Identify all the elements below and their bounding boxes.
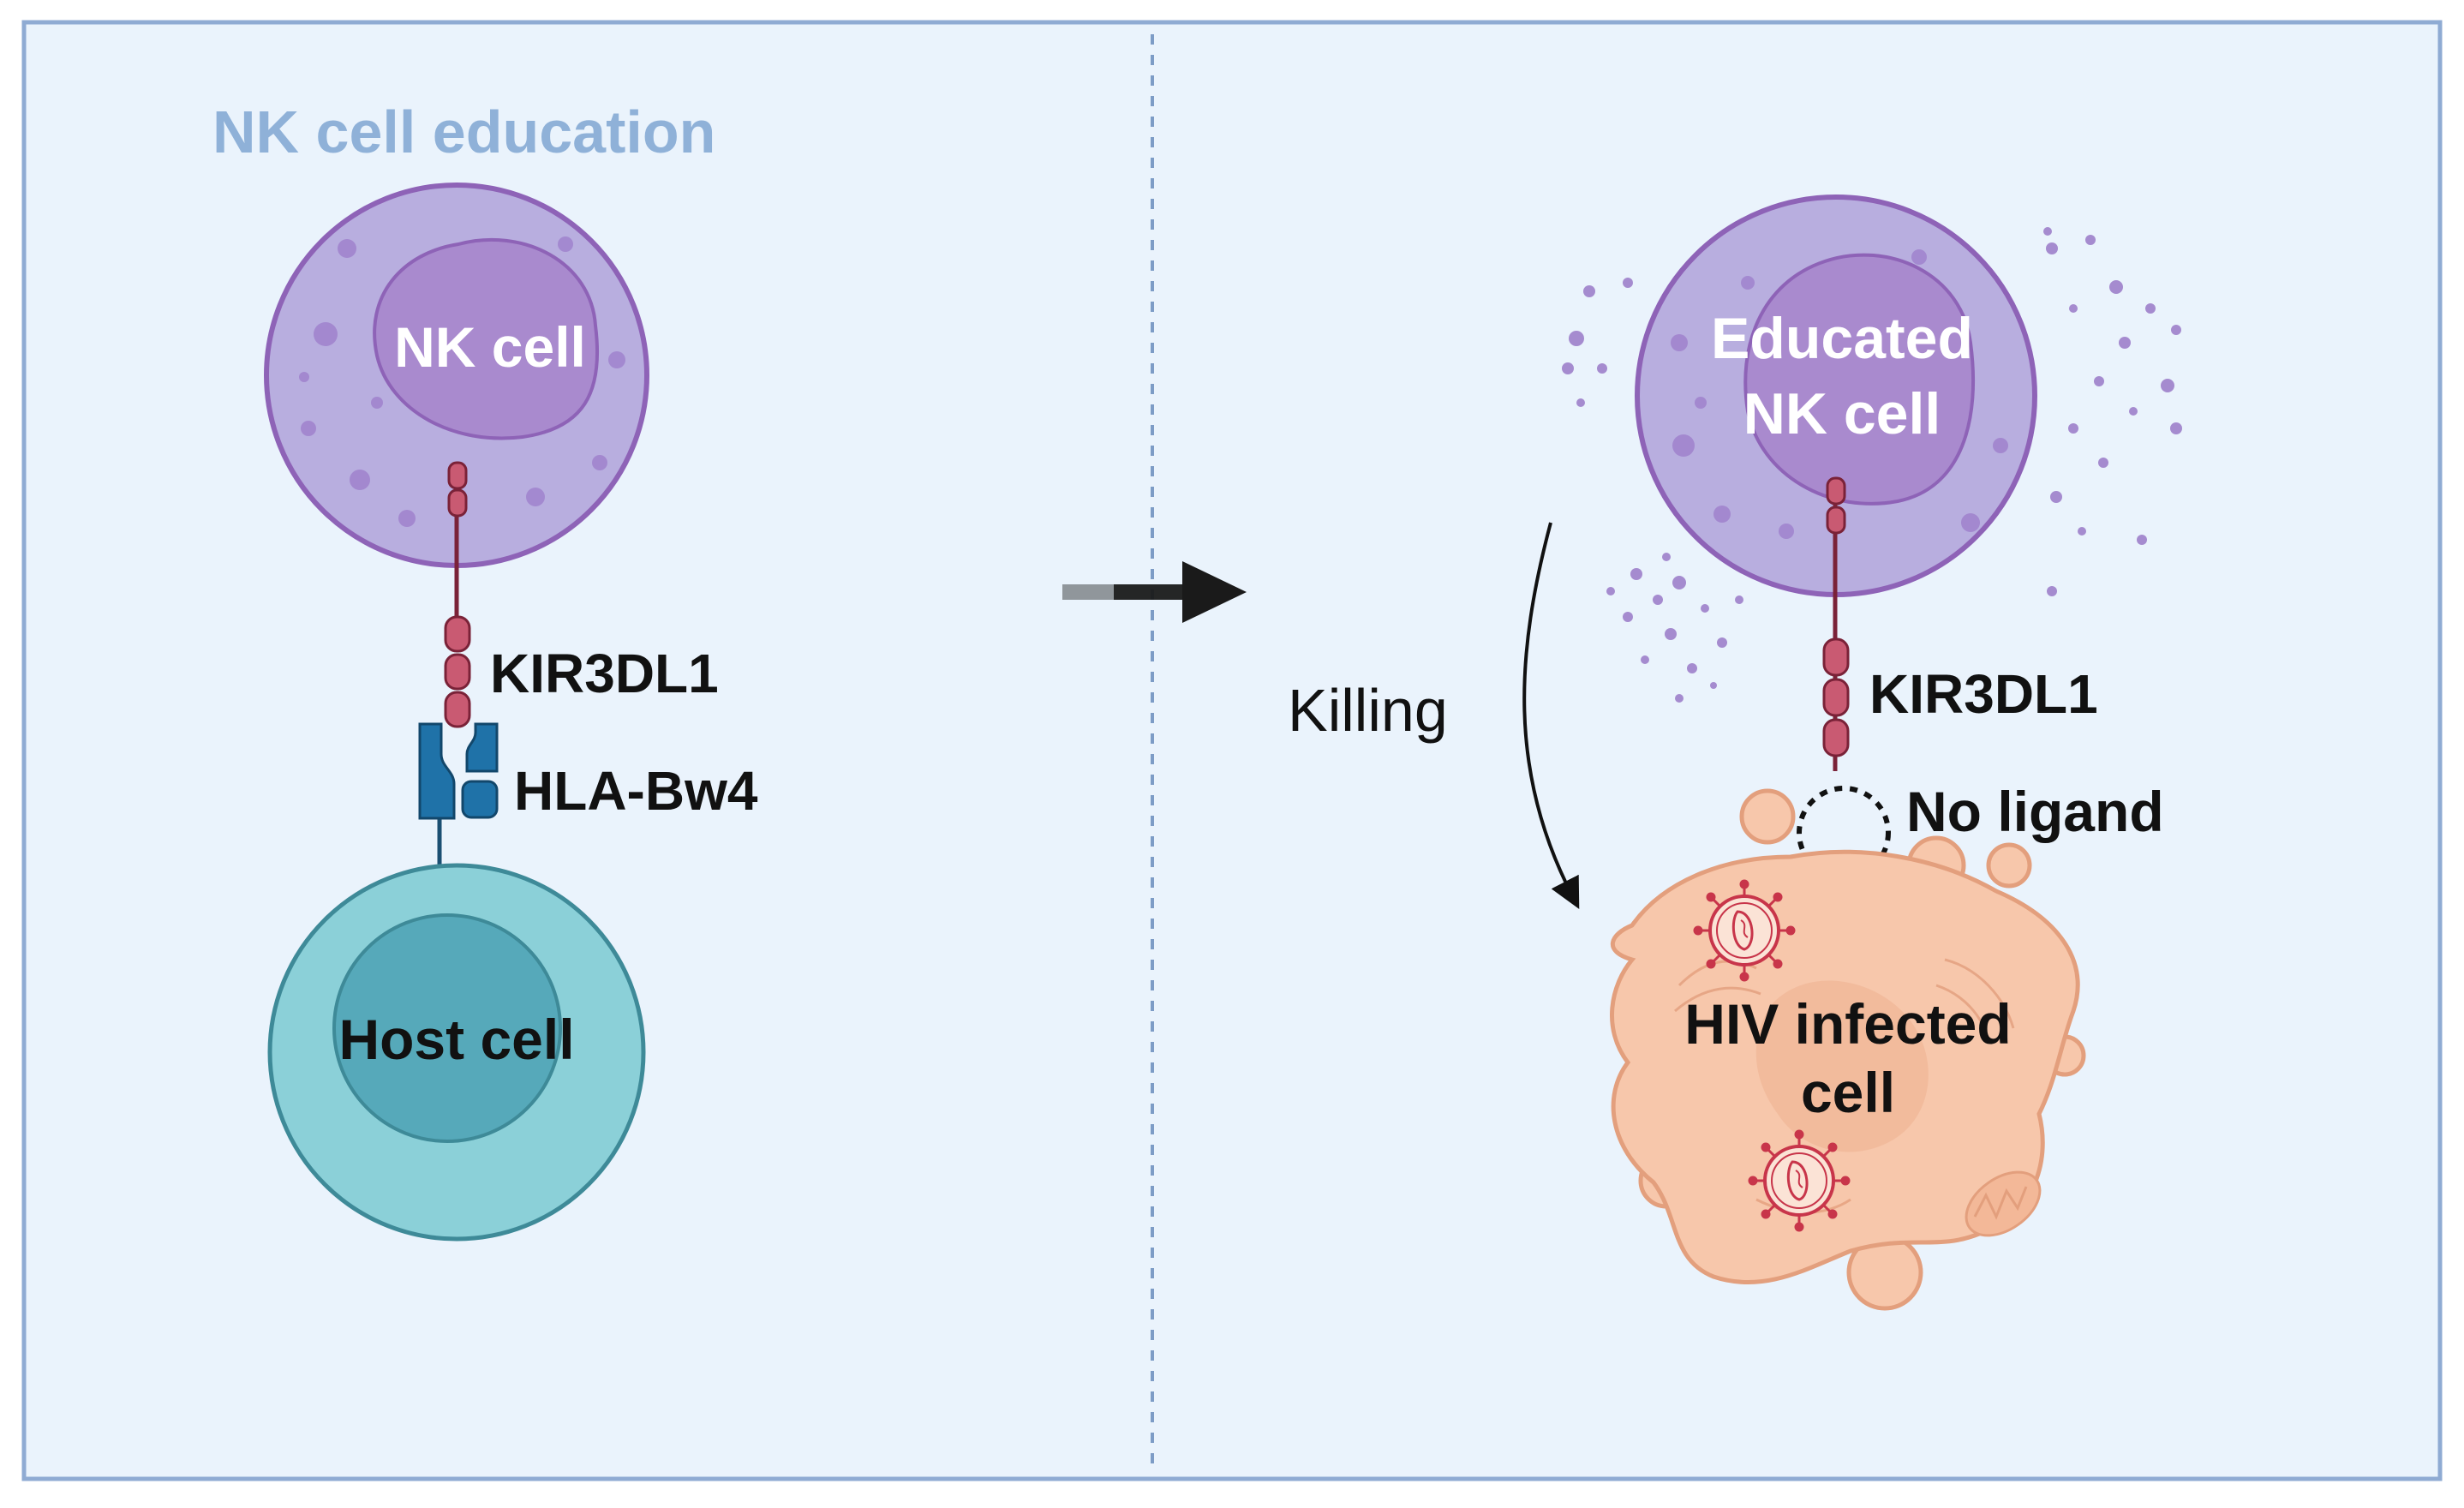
kir-receptor-icon: [444, 461, 471, 728]
killing-label: Killing: [1288, 677, 1448, 744]
hla-bw4-label: HLA-Bw4: [514, 760, 758, 822]
panel-title: NK cell education: [212, 99, 715, 165]
hiv-virion-icon: [1748, 1129, 1851, 1232]
cytotoxic-granules: [1562, 227, 2182, 703]
arrow-right-icon: [1062, 561, 1247, 623]
hiv-virion-icon: [1693, 879, 1796, 982]
educated-nk-cell-label-line2: NK cell: [1743, 381, 1941, 446]
hla-molecule-icon: [418, 722, 499, 865]
no-ligand-label: No ligand: [1906, 780, 2164, 843]
kir-receptor-icon: [1822, 476, 1850, 771]
host-cell-label: Host cell: [338, 1008, 574, 1071]
nk-cell-icon: [264, 183, 649, 568]
educated-nk-cell-icon: [1635, 194, 2037, 597]
kir3dl1-label-left: KIR3DL1: [490, 643, 719, 704]
educated-nk-cell-label-line1: Educated: [1711, 306, 1973, 371]
empty-ligand-site: [1797, 786, 1891, 880]
host-cell-icon: [267, 863, 646, 1242]
kir3dl1-label-right: KIR3DL1: [1869, 663, 2098, 725]
infected-cell-label-line2: cell: [1801, 1061, 1895, 1124]
curved-arrow-icon: [1522, 522, 1580, 909]
mitochondrion-icon: [1965, 1170, 2042, 1237]
nk-cell-label: NK cell: [394, 315, 586, 379]
infected-cell-label-line1: HIV infected: [1684, 992, 2011, 1056]
